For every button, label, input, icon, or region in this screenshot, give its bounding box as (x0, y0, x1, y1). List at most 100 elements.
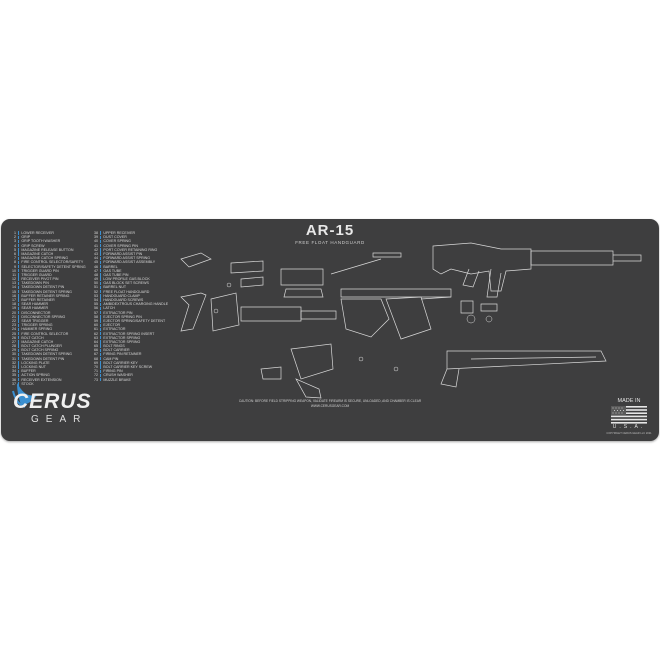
part-label: MAGAZINE CATCH SPRING (21, 256, 69, 261)
part-label: TAKEDOWN DETENT PIN (21, 356, 65, 361)
part-number: 17 (12, 298, 16, 302)
part-number: 42 (94, 247, 98, 252)
part-number: 61 (94, 327, 98, 332)
accent-bar (18, 365, 20, 369)
accent-bar (100, 352, 102, 357)
accent-bar (100, 269, 102, 273)
accent-bar (100, 361, 102, 365)
accent-bar (100, 264, 102, 269)
part-number: 26 (12, 335, 16, 340)
part-number: 65 (94, 344, 98, 349)
part-number: 10 (12, 268, 16, 273)
part-label: BOLT CATCH PLUNGER (21, 344, 62, 349)
part-label: FIRING PIN (103, 369, 123, 374)
part-number: 63 (94, 335, 98, 340)
part-label: SELECTOR/SAFETY DETENT SPRING (21, 264, 86, 269)
part-label: HAMMER SPRING (21, 327, 53, 332)
accent-bar (18, 336, 20, 340)
part-number: 54 (94, 298, 98, 302)
us-flag-icon (611, 406, 647, 424)
part-label: UPPER RECEIVER (103, 231, 136, 235)
accent-bar (18, 281, 20, 286)
part-number: 15 (12, 289, 16, 294)
part-label: TAKEDOWN DETENT SPRING (21, 352, 72, 357)
part-number: 22 (12, 318, 16, 323)
part-label: FIRE CONTROL SELECTOR (21, 331, 69, 336)
accent-bar (18, 348, 20, 353)
free-float-handguard (440, 350, 607, 388)
part-label: LOWER RECEIVER (21, 231, 54, 235)
part-label: FORWARD ASSIST PIN (103, 251, 143, 256)
part-label: DUST COVER (103, 235, 127, 240)
accent-bar (100, 377, 102, 382)
part-label: BUFFER RETAINER SPRING (21, 293, 70, 298)
part-label: CAM PIN (103, 356, 119, 361)
part-label: LOW PROFILE GAS BLOCK (103, 277, 150, 282)
part-label: LATCH (103, 306, 115, 311)
part-label: BOLT RINGS (103, 344, 125, 349)
accent-bar (18, 273, 20, 277)
part-label: COVER SPRING (103, 239, 131, 244)
part-number: 5 (14, 247, 16, 252)
part-label: GAS TUBE (103, 268, 122, 273)
part-number: 60 (94, 323, 98, 328)
part-number: 45 (94, 260, 98, 265)
parts-list-item: 1 LOWER RECEIVER (7, 231, 86, 235)
accent-bar (100, 319, 102, 323)
accent-bar (100, 235, 102, 239)
accent-bar (100, 306, 102, 311)
accent-bar (18, 344, 20, 348)
part-number: 66 (94, 348, 98, 353)
part-label: MAGAZINE RELEASE BUTTON (21, 247, 74, 252)
part-number: 1 (14, 231, 16, 235)
part-label: EJECTOR SPRING/SAFETY DETENT (103, 318, 166, 323)
part-number: 71 (94, 369, 98, 374)
part-label: GAS BLOCK SET SCREWS (103, 281, 149, 286)
copyright-text: COPYRIGHT CERUS GEAR LLC 2021 (606, 432, 652, 435)
assembled-rifle-illustration (432, 242, 642, 298)
part-number: 64 (94, 339, 98, 344)
part-number: 44 (94, 256, 98, 261)
part-number: 19 (12, 306, 16, 311)
accent-bar (18, 327, 20, 332)
part-label: SEAR TRIGGER (21, 318, 49, 323)
accent-bar (100, 231, 102, 235)
part-label: MAGAZINE CATCH (21, 339, 54, 344)
part-label: LOCKING NUT (21, 365, 46, 369)
part-label: LOCKING PLATE (21, 360, 50, 365)
part-number: 34 (12, 369, 16, 374)
logo-subtitle: GEAR (31, 414, 88, 425)
part-label: EJECTOR SPRING PIN (103, 314, 142, 319)
part-label: SEAR HAMMER (21, 302, 49, 307)
part-number: 39 (94, 235, 98, 240)
part-number: 11 (12, 272, 16, 277)
accent-bar (18, 377, 20, 382)
part-label: TAKEDOWN DETENT SPRING (21, 289, 72, 294)
parts-list-item: 15 TAKEDOWN DETENT SPRING (7, 290, 86, 294)
part-label: EXTRACTOR PIN (103, 310, 133, 315)
accent-bar (100, 315, 102, 319)
accent-bar (100, 310, 102, 315)
part-number: 4 (14, 243, 16, 248)
